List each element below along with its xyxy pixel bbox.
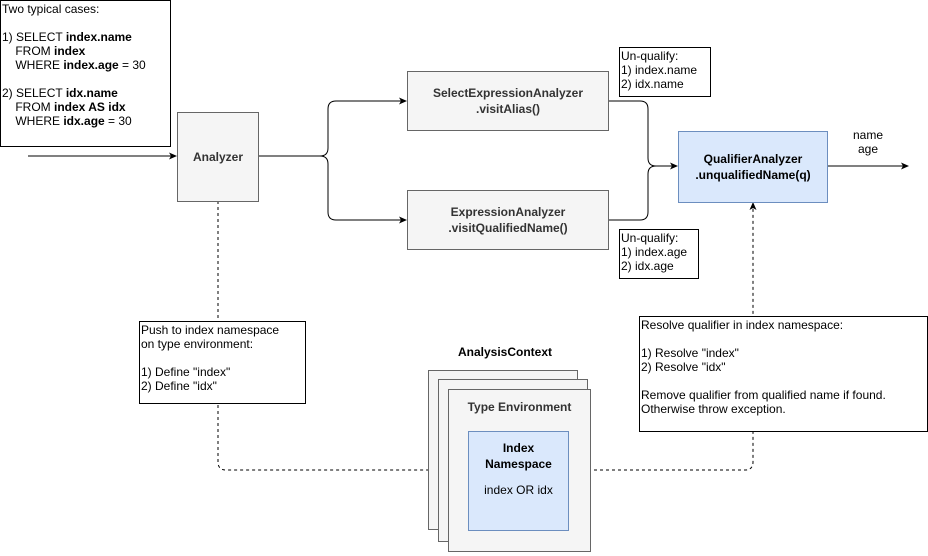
- index-namespace-value: index OR idx: [484, 483, 553, 497]
- dashed-arrow-namespace-to-qualifier: [570, 202, 757, 471]
- resolve-qualifier-note: Resolve qualifier in index namespace: 1)…: [639, 316, 928, 432]
- typical-cases-note: Two typical cases: 1) SELECT index.name …: [0, 0, 171, 147]
- select-expression-analyzer-node[interactable]: SelectExpressionAnalyzer .visitAlias(): [407, 71, 609, 131]
- arrow-select-to-qualifier: [609, 100, 678, 170]
- output-label: name age: [840, 128, 896, 156]
- output-label-age: age: [857, 142, 879, 156]
- unqualify-age-note: Un-qualify: 1) index.age 2) idx.age: [619, 229, 699, 279]
- select-expression-analyzer-line2: .visitAlias(): [475, 102, 541, 116]
- select-expression-analyzer-line1: SelectExpressionAnalyzer: [432, 86, 584, 100]
- arrow-analyzer-to-select-expression: [258, 97, 407, 157]
- analysis-context-title: AnalysisContext: [457, 345, 553, 359]
- expression-analyzer-line2: .visitQualifiedName(): [448, 221, 568, 235]
- qualifier-analyzer-line2: .unqualifiedName(q): [695, 168, 811, 182]
- expression-analyzer-line1: ExpressionAnalyzer: [450, 205, 566, 219]
- unqualify-name-note: Un-qualify: 1) index.name 2) idx.name: [619, 47, 711, 97]
- index-namespace-box[interactable]: Index Namespace index OR idx: [468, 431, 569, 531]
- arrow-analyzer-to-expression: [319, 155, 407, 224]
- qualifier-analyzer-line1: QualifierAnalyzer: [703, 152, 803, 166]
- cases-title: Two typical cases:: [2, 2, 100, 16]
- qualifier-analyzer-node[interactable]: QualifierAnalyzer .unqualifiedName(q): [678, 131, 828, 203]
- analyzer-label: Analyzer: [192, 150, 244, 164]
- output-label-name: name: [852, 128, 884, 142]
- expression-analyzer-node[interactable]: ExpressionAnalyzer .visitQualifiedName(): [407, 190, 609, 250]
- type-environment-title: Type Environment: [467, 400, 572, 414]
- push-namespace-note: Push to index namespace on type environm…: [139, 321, 306, 404]
- analyzer-node[interactable]: Analyzer: [177, 112, 259, 202]
- index-namespace-title-1: Index: [502, 441, 535, 455]
- index-namespace-title-2: Namespace: [485, 457, 552, 471]
- arrow-expression-to-qualifier: [609, 165, 657, 221]
